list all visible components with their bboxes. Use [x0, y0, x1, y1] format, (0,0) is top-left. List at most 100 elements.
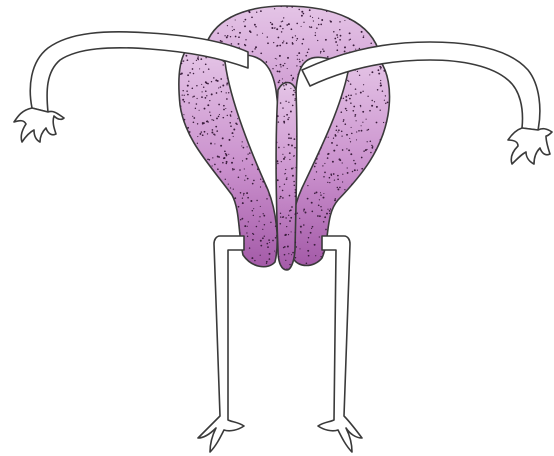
stipple-dot — [326, 117, 327, 118]
stipple-dot — [303, 209, 305, 211]
stipple-dot — [286, 24, 288, 26]
stipple-dot — [187, 127, 189, 129]
stipple-dot — [214, 164, 216, 166]
stipple-dot — [347, 210, 349, 212]
stipple-dot — [358, 220, 360, 222]
stipple-dot — [211, 250, 213, 252]
stipple-dot — [380, 163, 381, 164]
stipple-dot — [237, 118, 238, 119]
stipple-dot — [294, 155, 295, 156]
stipple-dot — [187, 182, 188, 183]
stipple-dot — [260, 245, 262, 247]
stipple-dot — [204, 237, 206, 239]
stipple-dot — [386, 152, 387, 153]
stipple-dot — [388, 255, 389, 256]
stipple-dot — [229, 197, 231, 199]
stipple-dot — [299, 59, 300, 60]
stipple-dot — [206, 182, 207, 183]
stipple-dot — [373, 250, 375, 252]
stipple-dot — [376, 174, 378, 176]
stipple-dot — [244, 25, 246, 27]
stipple-dot — [187, 85, 189, 87]
stipple-dot — [233, 189, 234, 190]
right-uterine-wall — [291, 58, 390, 266]
stipple-dot — [292, 79, 293, 80]
stipple-dot — [371, 100, 372, 101]
stipple-dot — [180, 105, 181, 106]
stipple-dot — [284, 116, 285, 117]
stipple-dot — [226, 98, 228, 100]
stipple-dot — [390, 254, 392, 256]
stipple-dot — [190, 188, 192, 190]
stipple-dot — [251, 114, 253, 116]
stipple-dot — [388, 74, 389, 75]
stipple-dot — [310, 232, 312, 234]
stipple-dot — [251, 265, 253, 267]
stipple-dot — [389, 6, 390, 7]
stipple-dot — [292, 252, 294, 254]
stipple-dot — [276, 235, 277, 236]
stipple-dot — [325, 39, 327, 41]
stipple-dot — [354, 163, 356, 165]
stipple-dot — [306, 106, 307, 107]
stipple-dot — [204, 198, 206, 200]
stipple-dot — [228, 154, 229, 155]
stipple-dot — [339, 21, 340, 22]
stipple-dot — [216, 130, 218, 132]
stipple-dot — [274, 121, 275, 122]
stipple-dot — [324, 216, 326, 218]
stipple-dot — [198, 183, 200, 185]
stipple-dot — [303, 210, 304, 211]
stipple-dot — [207, 158, 209, 160]
stipple-dot — [250, 139, 251, 140]
stipple-dot — [356, 270, 358, 272]
stipple-dot — [179, 122, 181, 124]
stipple-dot — [301, 175, 302, 176]
stipple-dot — [223, 105, 225, 107]
stipple-dot — [230, 187, 231, 188]
stipple-dot — [218, 207, 220, 209]
stipple-dot — [242, 265, 243, 266]
stipple-dot — [260, 179, 261, 180]
stipple-dot — [377, 200, 379, 202]
stipple-dot — [188, 81, 189, 82]
stipple-dot — [331, 114, 332, 115]
stipple-dot — [250, 200, 252, 202]
stipple-dot — [212, 224, 214, 226]
stipple-dot — [271, 104, 273, 106]
stipple-dot — [385, 243, 386, 244]
stipple-dot — [319, 137, 321, 139]
stipple-dot — [328, 123, 330, 125]
stipple-dot — [287, 68, 288, 69]
stipple-dot — [294, 92, 295, 93]
stipple-dot — [374, 260, 375, 261]
stipple-dot — [290, 111, 292, 113]
stipple-dot — [336, 34, 338, 36]
stipple-dot — [303, 110, 305, 112]
stipple-dot — [197, 59, 199, 61]
stipple-dot — [182, 94, 183, 95]
stipple-dot — [243, 194, 244, 195]
stipple-dot — [186, 253, 187, 254]
stipple-dot — [335, 198, 336, 199]
stipple-dot — [201, 16, 203, 18]
stipple-dot — [253, 111, 255, 113]
stipple-dot — [298, 9, 299, 10]
stipple-dot — [247, 197, 249, 199]
stipple-dot — [333, 84, 334, 85]
stipple-dot — [244, 44, 245, 45]
stipple-dot — [224, 35, 225, 36]
stipple-dot — [388, 256, 390, 258]
stipple-dot — [321, 261, 323, 263]
stipple-dot — [319, 123, 320, 124]
stipple-dot — [380, 245, 381, 246]
stipple-dot — [229, 230, 231, 232]
stipple-dot — [253, 180, 255, 182]
stipple-dot — [196, 225, 197, 226]
stipple-dot — [179, 173, 180, 174]
stipple-dot — [260, 206, 261, 207]
stipple-dot — [189, 131, 191, 133]
stipple-dot — [380, 110, 381, 111]
stipple-dot — [320, 194, 322, 196]
stipple-dot — [370, 141, 372, 143]
